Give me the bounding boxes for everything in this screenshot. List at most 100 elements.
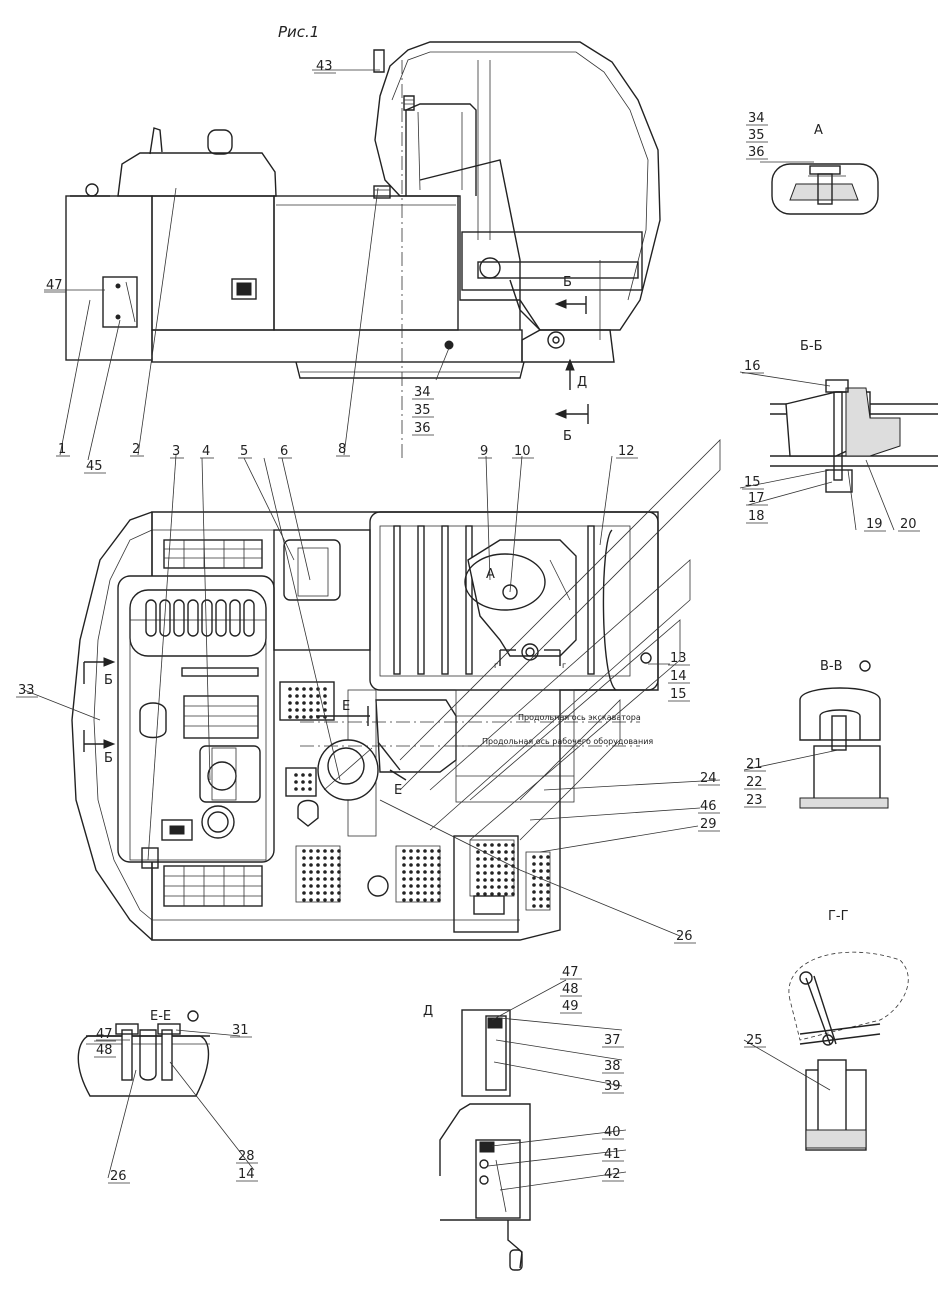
callout-31: 31 xyxy=(232,1023,249,1038)
perforation-dot xyxy=(504,864,508,868)
callout-20: 20 xyxy=(900,517,917,532)
view-a: А xyxy=(760,123,879,215)
callout-36a: 36 xyxy=(414,421,431,436)
figure-title: Рис.1 xyxy=(278,23,319,41)
perforation-dot xyxy=(402,891,406,895)
section-ee: Е-Е xyxy=(77,1009,255,1179)
perforation-dot xyxy=(546,904,550,908)
perforation-dot xyxy=(409,856,413,860)
perforation-dot xyxy=(546,883,550,887)
perforation-dot xyxy=(416,891,420,895)
perforation-dot xyxy=(323,694,327,698)
perforation-dot xyxy=(539,897,543,901)
perforation-dot xyxy=(288,708,292,712)
perforation-dot xyxy=(330,884,334,888)
callout-39: 39 xyxy=(604,1079,621,1094)
perforation-dot xyxy=(302,687,306,691)
section-vv: В-В xyxy=(743,659,889,809)
callout-43: 43 xyxy=(316,59,333,74)
perforation-dot xyxy=(476,871,480,875)
perforation-dot xyxy=(323,891,327,895)
perforation-dot xyxy=(323,856,327,860)
perforation-dot xyxy=(309,701,313,705)
perforation-dot xyxy=(302,863,306,867)
callout-29: 29 xyxy=(700,817,717,832)
perforation-dot xyxy=(423,898,427,902)
callout-6: 6 xyxy=(280,444,288,459)
perforation-dot xyxy=(511,871,515,875)
perforation-dot xyxy=(497,885,501,889)
callout-22: 22 xyxy=(746,775,763,790)
perforation-dot xyxy=(490,892,494,896)
perforation-dot xyxy=(483,885,487,889)
section-gg-title: Г-Г xyxy=(828,909,849,924)
perforation-dot xyxy=(409,898,413,902)
callout-24: 24 xyxy=(700,771,717,786)
perforation-dot xyxy=(337,877,341,881)
plan-mark-b-lower: Б xyxy=(104,751,113,766)
callout-33: 33 xyxy=(18,683,35,698)
perforation-dot xyxy=(532,904,536,908)
perforation-dot xyxy=(476,885,480,889)
perforation-dot xyxy=(302,701,306,705)
callout-25: 25 xyxy=(746,1033,763,1048)
perforation-dot xyxy=(323,863,327,867)
perforation-dot xyxy=(309,715,313,719)
callout-48a: 48 xyxy=(96,1043,113,1058)
perforation-dot xyxy=(430,891,434,895)
callout-34b: 34 xyxy=(748,111,765,126)
view-a-title: А xyxy=(814,123,823,138)
perforation-dot xyxy=(409,863,413,867)
perforation-dot xyxy=(316,891,320,895)
perforation-dot xyxy=(416,856,420,860)
perforation-dot xyxy=(423,884,427,888)
callout-35a: 35 xyxy=(414,403,431,418)
perforation-dot xyxy=(294,773,298,777)
callout-45: 45 xyxy=(86,459,103,474)
perforation-dot xyxy=(416,863,420,867)
perforation-dot xyxy=(308,780,312,784)
perforation-dot xyxy=(330,870,334,874)
perforation-dot xyxy=(308,787,312,791)
perforation-dot xyxy=(337,891,341,895)
perforation-dot xyxy=(295,715,299,719)
section-mark-b-upper: Б xyxy=(563,275,572,290)
perforation-dot xyxy=(330,863,334,867)
callout-21: 21 xyxy=(746,757,763,772)
perforation-dot xyxy=(539,883,543,887)
perforation-dot xyxy=(490,885,494,889)
perforation-dot xyxy=(437,856,441,860)
perforation-dot xyxy=(409,870,413,874)
perforation-dot xyxy=(539,862,543,866)
perforation-dot xyxy=(309,870,313,874)
callout-14a: 14 xyxy=(670,669,687,684)
section-bb-title: Б-Б xyxy=(800,339,823,354)
perforation-dot xyxy=(409,877,413,881)
plan-mark-e-lower: Е xyxy=(394,783,402,798)
perforation-dot xyxy=(337,884,341,888)
perforation-dot xyxy=(476,878,480,882)
perforation-dot xyxy=(309,863,313,867)
perforation-dots xyxy=(288,687,550,908)
perforation-dot xyxy=(302,694,306,698)
perforation-dot xyxy=(539,890,543,894)
perforation-dot xyxy=(483,871,487,875)
view-d-title: Д xyxy=(423,1004,433,1019)
perforation-dot xyxy=(301,773,305,777)
callout-26b: 26 xyxy=(110,1169,127,1184)
perforation-dot xyxy=(295,708,299,712)
callout-40: 40 xyxy=(604,1125,621,1140)
perforation-dot xyxy=(288,687,292,691)
perforation-dot xyxy=(402,877,406,881)
perforation-dot xyxy=(437,898,441,902)
callout-19: 19 xyxy=(866,517,883,532)
callout-17: 17 xyxy=(748,491,765,506)
callout-2: 2 xyxy=(132,442,140,457)
perforation-dot xyxy=(497,843,501,847)
perforation-dot xyxy=(409,891,413,895)
perforation-dot xyxy=(546,876,550,880)
perforation-dot xyxy=(511,892,515,896)
perforation-dot xyxy=(402,870,406,874)
perforation-dot xyxy=(323,687,327,691)
